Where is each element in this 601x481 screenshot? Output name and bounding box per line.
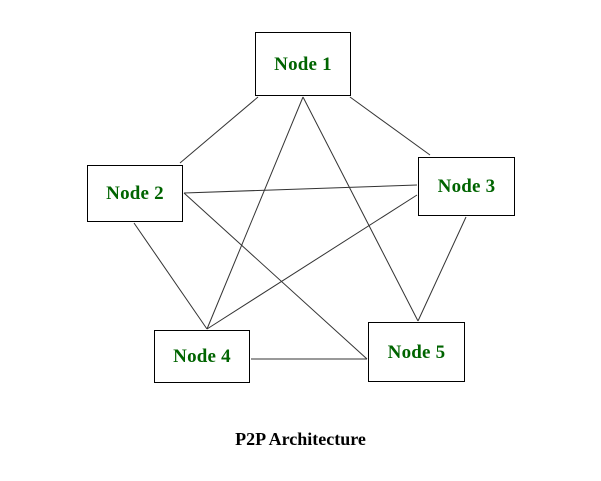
node-label-node4: Node 4 bbox=[173, 346, 231, 367]
node-box-node4[interactable]: Node 4 bbox=[154, 330, 250, 383]
edge-node2-node5 bbox=[183, 192, 368, 360]
diagram-caption: P2P Architecture bbox=[235, 429, 366, 449]
node-box-node1[interactable]: Node 1 bbox=[255, 32, 351, 96]
edge-node2-node3 bbox=[183, 184, 418, 194]
edge-node1-node3 bbox=[349, 96, 431, 156]
edge-node1-node2 bbox=[179, 96, 259, 164]
edge-node3-node5 bbox=[417, 216, 467, 322]
node-label-node3: Node 3 bbox=[437, 176, 496, 197]
node-box-node3[interactable]: Node 3 bbox=[418, 157, 515, 216]
edge-node3-node4 bbox=[206, 194, 418, 330]
node-box-node2[interactable]: Node 2 bbox=[87, 165, 183, 222]
edge-node1-node5 bbox=[302, 96, 419, 322]
node-label-node5: Node 5 bbox=[387, 341, 446, 363]
node-box-node5[interactable]: Node 5 bbox=[368, 322, 465, 382]
edge-node1-node4 bbox=[206, 96, 304, 330]
node-label-node1: Node 1 bbox=[274, 53, 332, 75]
node-label-node2: Node 2 bbox=[106, 183, 164, 204]
edge-node2-node4 bbox=[133, 222, 208, 330]
